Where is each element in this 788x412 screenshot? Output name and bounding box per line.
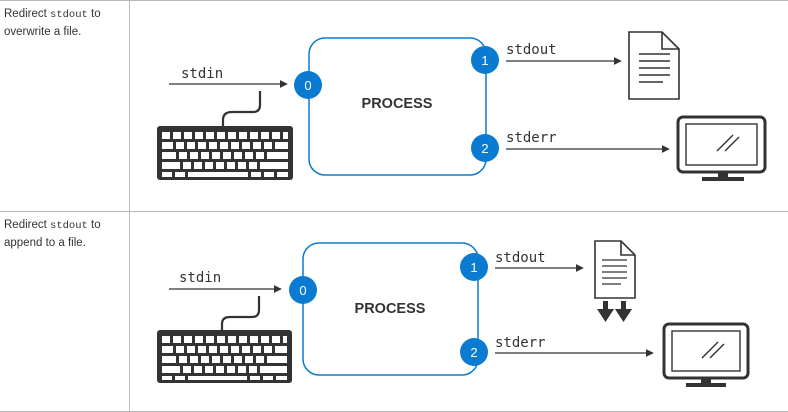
fd-0-badge <box>289 276 317 304</box>
fd-0-label: 0 <box>304 78 311 93</box>
stderr-label: stderr <box>495 335 546 351</box>
fd-2-badge <box>460 338 488 366</box>
stderr-label: stderr <box>506 130 557 146</box>
row-caption: Redirect stdout to overwrite a file. <box>4 6 124 41</box>
caption-text-after: to overwrite a file. <box>4 8 101 38</box>
process-label: PROCESS <box>362 96 433 112</box>
monitor-icon <box>676 115 767 181</box>
fd-1-label: 1 <box>481 53 488 68</box>
caption-text-after: to append to a file. <box>4 219 101 249</box>
fd-1-badge <box>471 46 499 74</box>
append-diagram-svg: stdin PROCESS <box>157 240 750 387</box>
overwrite-diagram: stdin PROCESS <box>131 1 788 211</box>
table-row-append: Redirect stdout to append to a file. std… <box>0 211 788 412</box>
fd-0-label: 0 <box>299 283 306 298</box>
stdout-label: stdout <box>506 42 557 58</box>
row-caption: Redirect stdout to append to a file. <box>4 217 124 252</box>
document-icon <box>628 31 680 100</box>
stdout-label: stdout <box>495 250 546 266</box>
fd-1-badge <box>460 253 488 281</box>
row-label-cell: Redirect stdout to overwrite a file. <box>0 1 130 211</box>
fd-0-badge <box>294 71 322 99</box>
process-box <box>302 242 479 376</box>
fd-2-badge <box>471 134 499 162</box>
keyboard-icon <box>157 91 293 180</box>
process-box <box>308 37 487 176</box>
row-label-cell: Redirect stdout to append to a file. <box>0 212 130 411</box>
document-icon <box>594 240 636 299</box>
fd-1-label: 1 <box>470 260 477 275</box>
caption-code-stdout: stdout <box>50 220 88 232</box>
caption-text-before: Redirect <box>4 219 51 231</box>
caption-code-stdout: stdout <box>50 9 88 21</box>
fd-2-label: 2 <box>481 141 488 156</box>
stdin-label: stdin <box>179 270 221 286</box>
caption-text-before: Redirect <box>4 8 51 20</box>
append-diagram: stdin PROCESS <box>131 212 788 411</box>
keyboard-icon <box>157 296 292 383</box>
append-arrows-icon <box>597 301 632 322</box>
monitor-icon <box>662 322 750 387</box>
table-row-overwrite: Redirect stdout to overwrite a file. std… <box>0 0 788 211</box>
stdin-label: stdin <box>181 66 223 82</box>
overwrite-diagram-svg: stdin PROCESS <box>157 31 767 181</box>
fd-2-label: 2 <box>470 345 477 360</box>
process-label: PROCESS <box>355 301 426 317</box>
